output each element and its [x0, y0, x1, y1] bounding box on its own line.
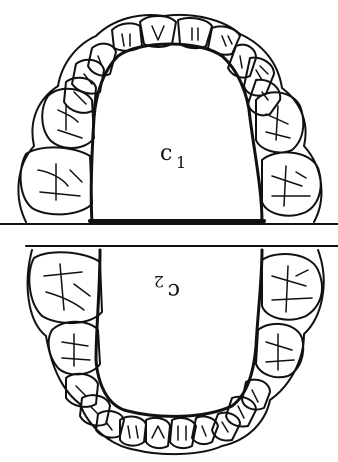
lower-floor-border — [96, 250, 262, 416]
lower-incisors — [120, 416, 218, 448]
upper-palate-border — [91, 44, 262, 222]
lower-left-molars — [29, 252, 102, 374]
upper-right-premolars — [228, 45, 280, 116]
lower-arch: c 2 — [28, 250, 324, 454]
occlusal-separator — [0, 221, 338, 246]
lower-arch-label-group: c 2 — [154, 272, 180, 303]
upper-arch-label-subscript: 1 — [176, 153, 186, 172]
upper-left-molars — [21, 89, 94, 215]
upper-arch: c 1 — [18, 15, 321, 222]
lower-arch-label: c — [168, 278, 180, 303]
upper-arch-label: c — [160, 141, 172, 166]
lower-arch-label-subscript: 2 — [154, 272, 164, 291]
lower-right-molars — [256, 254, 322, 377]
